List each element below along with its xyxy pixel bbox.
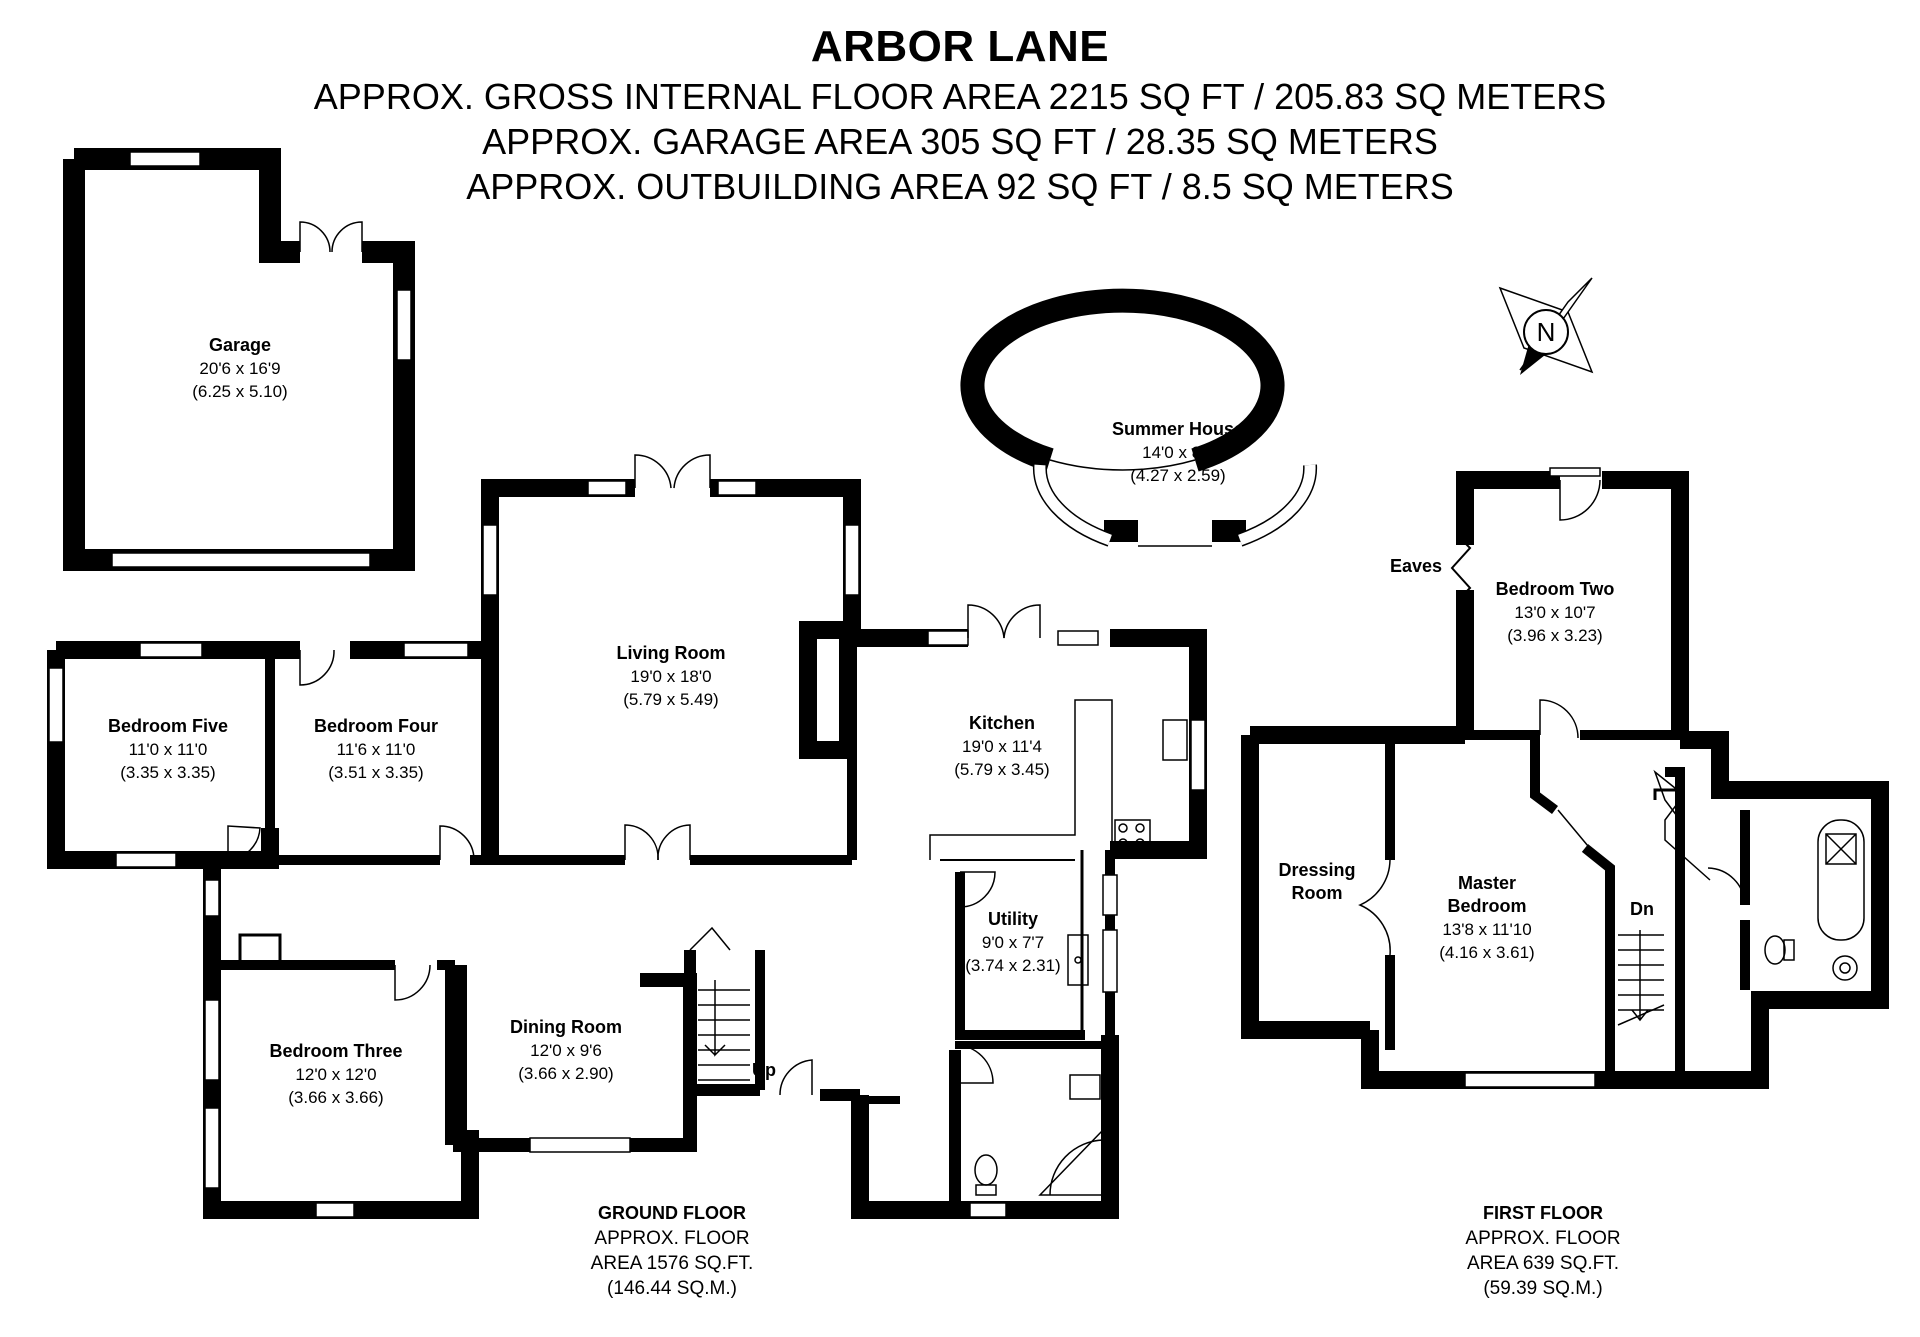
ground-floor-stairs: [698, 980, 750, 1081]
master-bedroom-line1: Master: [1458, 873, 1516, 893]
ground-floor-line3: (146.44 SQ.M.): [607, 1278, 737, 1299]
room-bedroom-four: Bedroom Four 11'6 x 11'0 (3.51 x 3.35): [314, 716, 438, 782]
gross-area-line: APPROX. GROSS INTERNAL FLOOR AREA 2215 S…: [313, 76, 1607, 117]
living-room-metric: (5.79 x 5.49): [623, 690, 718, 709]
summer-house-name: Summer House: [1112, 419, 1244, 439]
room-summer-house: Summer House 14'0 x 8'6 (4.27 x 2.59): [1112, 419, 1244, 485]
ground-floor-title: GROUND FLOOR: [598, 1203, 746, 1223]
ground-floor-line2: AREA 1576 SQ.FT.: [591, 1253, 754, 1274]
dining-room-name: Dining Room: [510, 1017, 622, 1037]
utility-metric: (3.74 x 2.31): [965, 956, 1060, 975]
ground-floor-doors: [227, 454, 1041, 1096]
summer-house-structure: [960, 288, 1318, 547]
compass-north-label: N: [1537, 317, 1556, 347]
bedroom-three-name: Bedroom Three: [269, 1041, 402, 1061]
first-floor-line2: AREA 639 SQ.FT.: [1467, 1253, 1619, 1274]
bedroom-five-metric: (3.35 x 3.35): [120, 763, 215, 782]
room-utility: Utility 9'0 x 7'7 (3.74 x 2.31): [965, 909, 1060, 975]
first-floor-summary: FIRST FLOOR APPROX. FLOOR AREA 639 SQ.FT…: [1465, 1203, 1620, 1299]
bathroom-fittings: [1764, 819, 1865, 981]
kitchen-imperial: 19'0 x 11'4: [962, 737, 1042, 756]
ground-floor-line1: APPROX. FLOOR: [594, 1228, 749, 1249]
first-floor-walls: [1241, 471, 1889, 1089]
first-floor-line1: APPROX. FLOOR: [1465, 1228, 1620, 1249]
master-bedroom-line2: Bedroom: [1447, 896, 1526, 916]
dressing-room-line1: Dressing: [1278, 860, 1355, 880]
stairs-down-label: Dn: [1630, 899, 1654, 919]
bedroom-three-imperial: 12'0 x 12'0: [295, 1065, 376, 1084]
room-bedroom-five: Bedroom Five 11'0 x 11'0 (3.35 x 3.35): [108, 716, 228, 782]
dining-room-metric: (3.66 x 2.90): [518, 1064, 613, 1083]
first-floor-stairs: [1617, 930, 1665, 1026]
master-bedroom-metric: (4.16 x 3.61): [1439, 943, 1534, 962]
wc-fittings: [974, 1074, 1104, 1196]
first-floor-line3: (59.39 SQ.M.): [1483, 1278, 1602, 1299]
garage-imperial: 20'6 x 16'9: [199, 359, 280, 378]
outbuilding-area-line: APPROX. OUTBUILDING AREA 92 SQ FT / 8.5 …: [466, 166, 1454, 207]
bedroom-four-metric: (3.51 x 3.35): [328, 763, 423, 782]
summer-house-metric: (4.27 x 2.59): [1130, 466, 1225, 485]
ground-floor-windows: [48, 480, 1206, 1218]
first-floor-openings: [1358, 467, 1746, 1088]
stairs-up-label: Up: [752, 1060, 776, 1080]
room-living-room: Living Room 19'0 x 18'0 (5.79 x 5.49): [617, 643, 726, 709]
bedroom-four-imperial: 11'6 x 11'0: [337, 740, 416, 759]
bedroom-three-metric: (3.66 x 3.66): [288, 1088, 383, 1107]
bedroom-four-name: Bedroom Four: [314, 716, 438, 736]
garage-top-window: [129, 151, 201, 167]
living-room-name: Living Room: [617, 643, 726, 663]
kitchen-fittings: [929, 699, 1188, 986]
garage-metric: (6.25 x 5.10): [192, 382, 287, 401]
garage-area-line: APPROX. GARAGE AREA 305 SQ FT / 28.35 SQ…: [482, 121, 1438, 162]
bedroom-two-name: Bedroom Two: [1496, 579, 1615, 599]
dressing-room-line2: Room: [1292, 883, 1343, 903]
garage-side-window: [396, 289, 412, 361]
room-kitchen: Kitchen 19'0 x 11'4 (5.79 x 3.45): [954, 713, 1049, 779]
kitchen-metric: (5.79 x 3.45): [954, 760, 1049, 779]
living-room-imperial: 19'0 x 18'0: [630, 667, 711, 686]
summer-house-imperial: 14'0 x 8'6: [1142, 443, 1214, 462]
utility-imperial: 9'0 x 7'7: [982, 933, 1044, 952]
first-floor-title: FIRST FLOOR: [1483, 1203, 1603, 1223]
bedroom-five-name: Bedroom Five: [108, 716, 228, 736]
plan-title: ARBOR LANE: [810, 22, 1110, 71]
room-bedroom-three: Bedroom Three 12'0 x 12'0 (3.66 x 3.66): [269, 1041, 402, 1107]
room-dining-room: Dining Room 12'0 x 9'6 (3.66 x 2.90): [510, 1017, 622, 1083]
dining-room-imperial: 12'0 x 9'6: [530, 1041, 602, 1060]
room-bedroom-two: Bedroom Two 13'0 x 10'7 (3.96 x 3.23): [1496, 579, 1615, 645]
utility-name: Utility: [988, 909, 1038, 929]
bedroom-two-metric: (3.96 x 3.23): [1507, 626, 1602, 645]
garage-structure: [63, 148, 415, 571]
room-garage: Garage 20'6 x 16'9 (6.25 x 5.10): [192, 335, 287, 401]
eaves-label: Eaves: [1390, 556, 1442, 576]
garage-double-door: [299, 221, 363, 253]
ground-floor-summary: GROUND FLOOR APPROX. FLOOR AREA 1576 SQ.…: [591, 1203, 754, 1299]
bedroom-two-imperial: 13'0 x 10'7: [1514, 603, 1595, 622]
garage-name: Garage: [209, 335, 271, 355]
room-master-bedroom: Master Bedroom 13'8 x 11'10 (4.16 x 3.61…: [1439, 873, 1534, 962]
master-bedroom-imperial: 13'8 x 11'10: [1442, 920, 1531, 939]
garage-door: [111, 552, 371, 568]
room-dressing-room: Dressing Room: [1278, 860, 1355, 903]
kitchen-name: Kitchen: [969, 713, 1035, 733]
bedroom-five-imperial: 11'0 x 11'0: [129, 740, 208, 759]
compass-icon: [1498, 277, 1594, 375]
